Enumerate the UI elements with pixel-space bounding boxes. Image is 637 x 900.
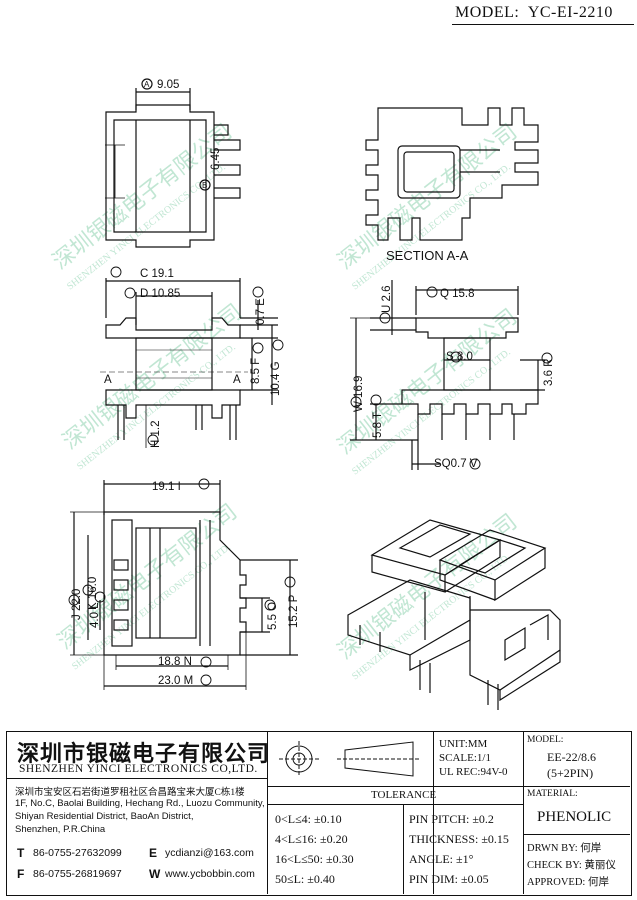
fax-value: 86-0755-26819697 [33, 868, 122, 880]
cut-A-left: A [104, 374, 112, 386]
isometric-view [347, 519, 561, 710]
tol-row-3: 16<L≤50: ±0.30 [275, 852, 354, 866]
tel-label: T [17, 846, 25, 860]
dim-T: 5.8 T [372, 412, 384, 438]
company-name-en: SHENZHEN YINCI ELECTRONICS CO,LTD. [19, 763, 258, 775]
tb-divider [267, 804, 523, 805]
dim-E: 0.7 E [255, 298, 267, 325]
front-view: C 19.1 D 10.85 A A 0.7 E 8.5 F 10.4 G H … [100, 268, 282, 448]
tb-divider [433, 732, 434, 894]
scale-text: SCALE:1/1 [439, 752, 491, 764]
model-field-line2: (5+2PIN) [547, 766, 594, 780]
model-header: MODEL: YC-EI-2210 [455, 4, 613, 22]
projection-symbol-icon [279, 741, 419, 777]
bottom-view: 19.1 I J 22.0 K 16.0 4.0 L 5.5 O 15.2 P … [70, 480, 300, 690]
cut-A-right: A [233, 374, 241, 386]
section-label: SECTION A-A [386, 248, 469, 263]
dim-B-label: B [202, 181, 207, 190]
tb-divider [523, 834, 630, 835]
tb-divider [7, 778, 267, 779]
tol2-row-3: ANGLE: ±1° [409, 852, 474, 866]
dim-M: 23.0 M [158, 675, 193, 687]
tolerance-title: TOLERANCE [371, 789, 437, 801]
model-value: YC-EI-2210 [527, 4, 613, 21]
top-left-view: 9.05 A 6.45 B [105, 78, 241, 248]
dim-D: D 10.85 [140, 288, 180, 300]
dim-A-label: A [144, 80, 150, 89]
material-value: PHENOLIC [537, 809, 612, 825]
checked-by: CHECK BY: 黄丽仪 [527, 860, 616, 871]
address-en-1: 1F, No.C, Baolai Building, Hechang Rd., … [15, 798, 265, 809]
material-label: MATERIAL: [527, 789, 578, 799]
tb-divider [267, 786, 523, 787]
dim-A-value: 9.05 [157, 79, 179, 91]
dim-I: 19.1 I [152, 481, 181, 493]
tel-value: 86-0755-27632099 [33, 847, 122, 859]
tol-row-1: 0<L≤4: ±0.10 [275, 812, 342, 826]
technical-drawing: 深圳银磁电子有限公司 SHENZHEN YINCI ELECTRONICS CO… [48, 78, 561, 710]
dim-Q: Q 15.8 [440, 288, 475, 300]
dim-S: S 8.0 [446, 351, 473, 363]
approved-by: APPROVED: 何岸 [527, 877, 609, 888]
web-label: W [149, 867, 161, 881]
dim-P: 15.2 P [288, 594, 300, 628]
dim-C: C 19.1 [140, 268, 174, 280]
tol2-row-4: PIN DIM: ±0.05 [409, 872, 489, 886]
ul-rec-text: UL REC:94V-0 [439, 766, 508, 778]
dim-SQ: SQ0.7 V [434, 458, 478, 470]
unit-text: UNIT:MM [439, 738, 488, 750]
dim-R: 3.6 R [543, 359, 555, 387]
watermark-cn-1: 深圳银磁电子有限公司 [48, 119, 237, 274]
dim-N: 18.8 N [158, 656, 192, 668]
title-block: 深圳市银磁电子有限公司 SHENZHEN YINCI ELECTRONICS C… [6, 731, 632, 896]
section-view: SECTION A-A [365, 107, 539, 263]
model-label: MODEL: [455, 4, 520, 21]
address-cn: 深圳市宝安区石岩街道罗租社区合昌路宝来大厦C栋1楼 [15, 788, 245, 798]
tol-row-2: 4<L≤16: ±0.20 [275, 832, 348, 846]
tb-divider [523, 786, 630, 787]
tol2-row-1: PIN PITCH: ±0.2 [409, 812, 494, 826]
dim-ref-markers [68, 266, 553, 686]
address-en-3: Shenzhen, P.R.China [15, 824, 106, 835]
dim-G: 10.4 G [270, 361, 282, 396]
header-underline [452, 24, 634, 25]
email-label: E [149, 846, 158, 860]
model-field-line1: EE-22/8.6 [547, 750, 596, 764]
watermark-cn-5: 深圳银磁电子有限公司 [53, 499, 242, 654]
drawn-by: DRWN BY: 何岸 [527, 843, 602, 854]
fax-label: F [17, 867, 25, 881]
dim-L: 4.0 L [89, 602, 101, 628]
dim-W: W 16.9 [353, 376, 365, 412]
tol-row-4: 50≤L: ±0.40 [275, 872, 335, 886]
dim-F: 8.5 F [250, 358, 262, 384]
dim-H: H 1.2 [150, 421, 162, 449]
side-view: Q 15.8 U 2.6 S 8.0 3.6 R W 16.9 5.8 T SQ… [350, 280, 555, 470]
dim-U: U 2.6 [381, 286, 393, 314]
tb-divider [403, 804, 404, 894]
web-value: www.ycbobbin.com [165, 868, 255, 880]
model-field-label: MODEL: [527, 735, 564, 745]
email-value: ycdianzi@163.com [165, 847, 254, 859]
watermark: 深圳银磁电子有限公司 SHENZHEN YINCI ELECTRONICS CO… [48, 119, 522, 683]
address-en-2: Shiyan Residential District, BaoAn Distr… [15, 811, 194, 822]
tol2-row-2: THICKNESS: ±0.15 [409, 832, 509, 846]
tb-divider [523, 732, 524, 894]
dim-O: 5.5 O [267, 602, 279, 630]
company-name-cn: 深圳市银磁电子有限公司 [17, 741, 271, 766]
dim-B-value: 6.45 [210, 148, 222, 170]
tb-divider [267, 732, 268, 894]
